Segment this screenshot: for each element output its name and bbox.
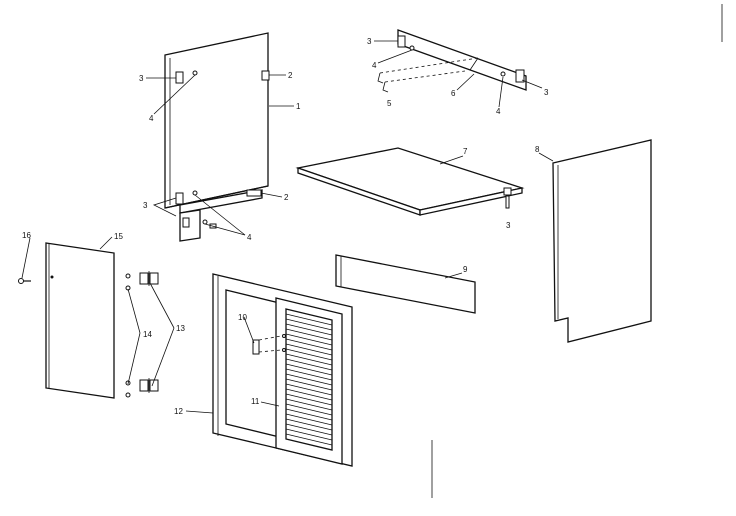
louver-slat: [285, 423, 333, 436]
scan-artifacts: [431, 4, 723, 498]
callout-16: 16: [22, 231, 31, 240]
shelf: [295, 147, 525, 216]
callout-10: 10: [238, 313, 247, 322]
callout-2-lower: 2: [284, 193, 289, 202]
callout-7: 7: [463, 147, 468, 156]
callout-1: 1: [296, 102, 301, 111]
panel-bracket-lower-right: [246, 189, 262, 197]
toe-kick: [335, 254, 476, 314]
callout-labels: 1 2 2 3 3 3 3 3 4 4 4 4 5 6 7 8 9 10 11 …: [22, 37, 549, 416]
top-rail: [377, 29, 527, 93]
callout-13: 13: [176, 324, 185, 333]
callout-3-rail-right: 3: [544, 88, 549, 97]
louver-slat: [285, 318, 333, 331]
louver-slat: [285, 428, 333, 441]
door-catch: [252, 334, 286, 355]
louver-slat: [285, 338, 333, 351]
callout-6: 6: [451, 89, 456, 98]
louver-slat: [285, 313, 333, 326]
louver-slat: [285, 353, 333, 366]
louver-slat: [285, 333, 333, 346]
side-panel: [164, 32, 269, 242]
callout-5: 5: [387, 99, 392, 108]
callout-15: 15: [114, 232, 123, 241]
callout-3-panel-upper: 3: [139, 74, 144, 83]
louver-slat: [285, 398, 333, 411]
callout-2-upper: 2: [288, 71, 293, 80]
door-panel: [45, 242, 115, 399]
callout-12: 12: [174, 407, 183, 416]
louver-slat: [285, 393, 333, 406]
louver-slat: [285, 343, 333, 356]
louver-slat: [285, 323, 333, 336]
callout-4-panel-lower: 4: [247, 233, 252, 242]
louver-slat: [285, 363, 333, 376]
callout-3-panel-lower: 3: [143, 201, 148, 210]
louver-slat: [285, 348, 333, 361]
callout-8: 8: [535, 145, 540, 154]
louver-slat: [285, 403, 333, 416]
callout-9: 9: [463, 265, 468, 274]
louver-slat: [285, 368, 333, 381]
louver-slat: [285, 378, 333, 391]
louver-slat: [285, 328, 333, 341]
louver-slat: [285, 413, 333, 426]
callout-3-rail-left: 3: [367, 37, 372, 46]
callout-11: 11: [251, 397, 260, 406]
leader-lines: [21, 40, 554, 414]
lower-hinge: [125, 378, 159, 398]
callout-4-panel-upper: 4: [149, 114, 154, 123]
door-knob: [18, 278, 31, 284]
panel-bracket-upper-right: [261, 70, 270, 81]
louver-slat: [285, 408, 333, 421]
louver-slat: [285, 373, 333, 386]
callout-14: 14: [143, 330, 152, 339]
louvered-door: [275, 297, 343, 465]
louver-slat: [285, 418, 333, 431]
louver-slat: [285, 433, 333, 446]
callout-3-shelf: 3: [506, 221, 511, 230]
louver-slat: [285, 358, 333, 371]
callout-4-rail-right: 4: [496, 107, 501, 116]
louver-slat: [285, 388, 333, 401]
louver-slat: [285, 383, 333, 396]
callout-4-rail-left: 4: [372, 61, 377, 70]
back-panel: [552, 139, 652, 343]
upper-hinge: [125, 271, 159, 291]
